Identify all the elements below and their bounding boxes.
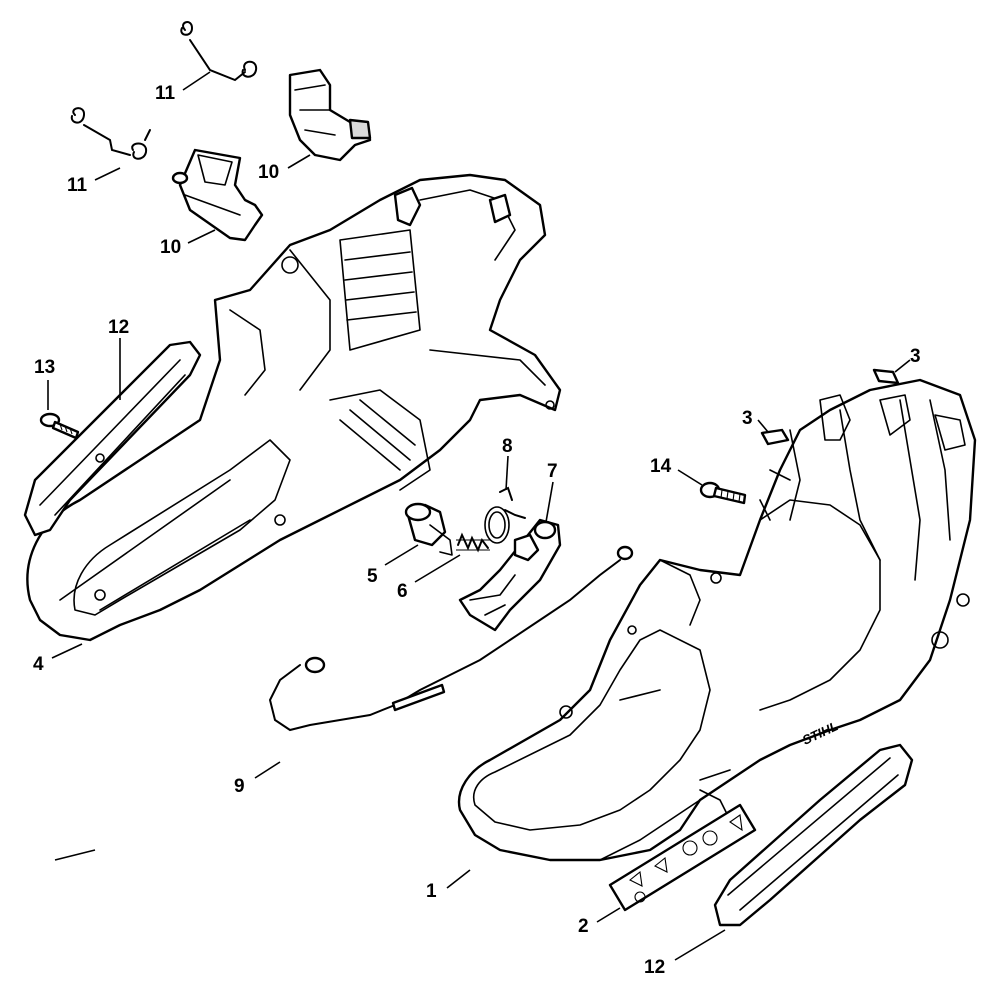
leader-lines (47, 71, 911, 961)
spring-11-top (180, 21, 258, 82)
leader-1 (54, 849, 96, 861)
callout-12-left: 12 (108, 317, 129, 338)
callout-9: 9 (234, 776, 245, 797)
callout-11-lower: 11 (67, 175, 88, 196)
compression-spring-6 (456, 532, 490, 553)
callout-8: 8 (502, 436, 513, 457)
callout-11-top: 11 (155, 83, 176, 104)
leader-7 (545, 481, 554, 523)
callout-13: 13 (34, 357, 55, 378)
leader-4 (51, 643, 83, 659)
callout-4: 4 (33, 654, 44, 675)
callout-1: 1 (426, 881, 437, 902)
callout-5: 5 (367, 566, 378, 587)
trigger-10-lower (171, 148, 264, 242)
pad-3-top (872, 368, 900, 385)
leader-5 (384, 544, 419, 566)
leader-3a (894, 359, 911, 373)
callout-10-lower: 10 (160, 237, 181, 258)
grip-cover-left (23, 340, 202, 537)
leader-2 (596, 907, 621, 923)
leader-14 (677, 469, 703, 486)
callout-14: 14 (650, 456, 672, 477)
pad-3-lower (760, 428, 790, 446)
leader-3b (757, 419, 769, 433)
callout-3-top: 3 (910, 346, 921, 367)
callout-7: 7 (547, 461, 558, 482)
leader-10a (287, 154, 311, 169)
callout-10-top: 10 (258, 162, 279, 183)
leader-9 (254, 761, 281, 779)
cable-clamp-5 (404, 502, 453, 556)
callout-12-right: 12 (644, 957, 665, 978)
callouts: 1 2 3 3 4 5 6 7 8 9 10 10 11 11 12 12 13… (33, 83, 921, 978)
leader-1b (446, 869, 471, 889)
screw-13 (39, 412, 80, 440)
leader-11b (94, 167, 121, 181)
leader-12b (674, 929, 726, 961)
leader-10b (187, 229, 216, 244)
warning-label-2 (608, 803, 757, 912)
torsion-spring-8 (484, 486, 526, 544)
cable-9 (268, 545, 634, 732)
callout-2: 2 (578, 916, 589, 937)
leader-6 (414, 554, 461, 583)
screw-14 (699, 481, 747, 505)
callout-3-lower: 3 (742, 408, 753, 429)
trigger-lever-7 (458, 518, 562, 632)
grip-cover-right (713, 743, 914, 927)
spring-11-lower (70, 107, 151, 160)
leader-11a (182, 71, 211, 91)
leader-8 (505, 455, 509, 491)
housing-right: STIHL (457, 378, 977, 862)
lever-10-top (288, 68, 372, 162)
callout-6: 6 (397, 581, 408, 602)
